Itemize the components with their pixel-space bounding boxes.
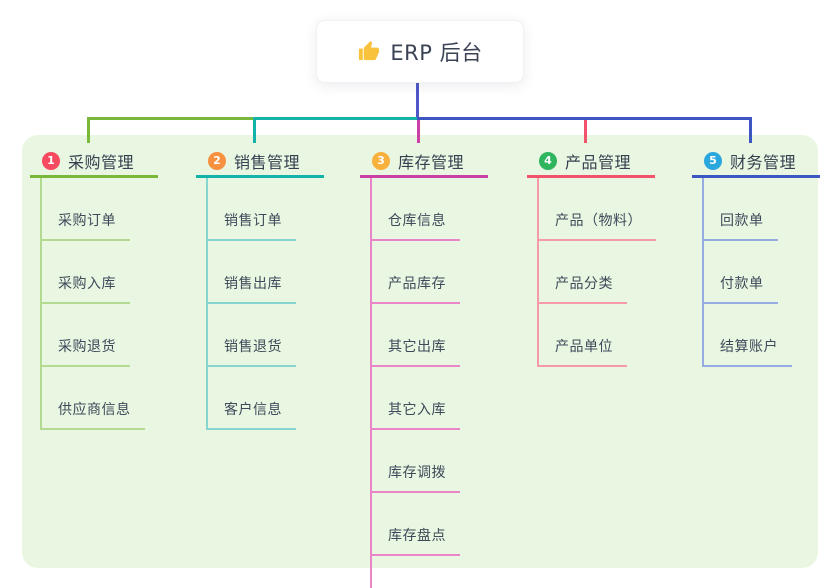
child-node[interactable]: 产品分类	[539, 241, 627, 304]
root-connector-line	[416, 83, 419, 117]
child-node[interactable]: 产品（物料）	[539, 178, 656, 241]
child-node[interactable]: 销售出库	[208, 241, 296, 304]
child-node-label: 回款单	[720, 213, 764, 229]
branch-number-badge: 4	[539, 151, 557, 170]
child-node[interactable]: 库存盘点	[372, 493, 460, 556]
child-node[interactable]: 其它入库	[372, 367, 460, 430]
bus-segment	[417, 117, 752, 120]
child-node[interactable]: 出库库明细	[372, 556, 475, 588]
branch-node-2[interactable]: 2 销售管理	[196, 146, 324, 178]
child-node[interactable]: 结算账户	[704, 304, 792, 367]
child-node[interactable]: 付款单	[704, 241, 778, 304]
branch-children-5: 回款单付款单结算账户	[702, 178, 792, 367]
child-node-label: 库存盘点	[388, 528, 446, 544]
child-node-label: 采购退货	[58, 339, 116, 355]
child-node[interactable]: 客户信息	[208, 367, 296, 430]
child-node-label: 销售订单	[224, 213, 282, 229]
child-node[interactable]: 采购退货	[42, 304, 130, 367]
child-node-label: 其它入库	[388, 402, 446, 418]
child-node-label: 结算账户	[720, 339, 778, 355]
child-node-label: 销售出库	[224, 276, 282, 292]
child-node-label: 供应商信息	[58, 402, 131, 418]
child-node[interactable]: 采购入库	[42, 241, 130, 304]
child-node-label: 其它出库	[388, 339, 446, 355]
child-node-label: 销售退货	[224, 339, 282, 355]
branch-children-2: 销售订单销售出库销售退货客户信息	[206, 178, 296, 430]
child-node-label: 产品单位	[555, 339, 613, 355]
branch-drop-line	[417, 117, 420, 143]
branch-node-label: 财务管理	[730, 152, 797, 172]
bus-segment	[253, 117, 420, 120]
child-node-label: 产品分类	[555, 276, 613, 292]
branch-number-badge: 1	[42, 151, 60, 170]
branch-children-3: 仓库信息产品库存其它出库其它入库库存调拨库存盘点出库库明细	[370, 178, 475, 588]
branch-node-label: 销售管理	[234, 152, 301, 172]
child-node-label: 库存调拨	[388, 465, 446, 481]
branch-number-badge: 5	[704, 151, 722, 170]
branch-drop-line	[584, 117, 587, 143]
child-node-label: 客户信息	[224, 402, 282, 418]
child-node-label: 付款单	[720, 276, 764, 292]
child-node[interactable]: 其它出库	[372, 304, 460, 367]
branch-children-4: 产品（物料） 产品分类产品单位	[537, 178, 656, 367]
branch-node-label: 产品管理	[565, 152, 632, 172]
branch-number-badge: 2	[208, 151, 226, 170]
child-node[interactable]: 回款单	[704, 178, 778, 241]
branch-node-label: 库存管理	[398, 152, 465, 172]
branch-node-label: 采购管理	[68, 152, 135, 172]
child-node[interactable]: 产品库存	[372, 241, 460, 304]
child-node-label: 采购订单	[58, 213, 116, 229]
child-node[interactable]: 采购订单	[42, 178, 130, 241]
branch-drop-line	[87, 117, 90, 143]
branch-drop-line	[253, 117, 256, 143]
mindmap-background-panel	[22, 135, 818, 568]
branch-node-5[interactable]: 5 财务管理	[692, 146, 820, 178]
child-node-label: 产品库存	[388, 276, 446, 292]
child-node-label: 产品（物料）	[555, 213, 642, 229]
root-node[interactable]: ERP 后台	[316, 20, 524, 83]
child-node[interactable]: 库存调拨	[372, 430, 460, 493]
child-node-label: 仓库信息	[388, 213, 446, 229]
child-node[interactable]: 供应商信息	[42, 367, 145, 430]
bus-segment	[87, 117, 256, 120]
child-node[interactable]: 销售订单	[208, 178, 296, 241]
thumbs-up-icon	[359, 40, 380, 61]
child-node[interactable]: 产品单位	[539, 304, 627, 367]
branch-node-4[interactable]: 4 产品管理	[527, 146, 655, 178]
branch-number-badge: 3	[372, 151, 390, 170]
child-node-label: 采购入库	[58, 276, 116, 292]
branch-node-1[interactable]: 1 采购管理	[30, 146, 158, 178]
branch-drop-line	[749, 117, 752, 143]
root-node-label: ERP 后台	[390, 40, 483, 65]
child-node[interactable]: 销售退货	[208, 304, 296, 367]
branch-children-1: 采购订单采购入库采购退货供应商信息	[40, 178, 145, 430]
branch-node-3[interactable]: 3 库存管理	[360, 146, 488, 178]
child-node[interactable]: 仓库信息	[372, 178, 460, 241]
